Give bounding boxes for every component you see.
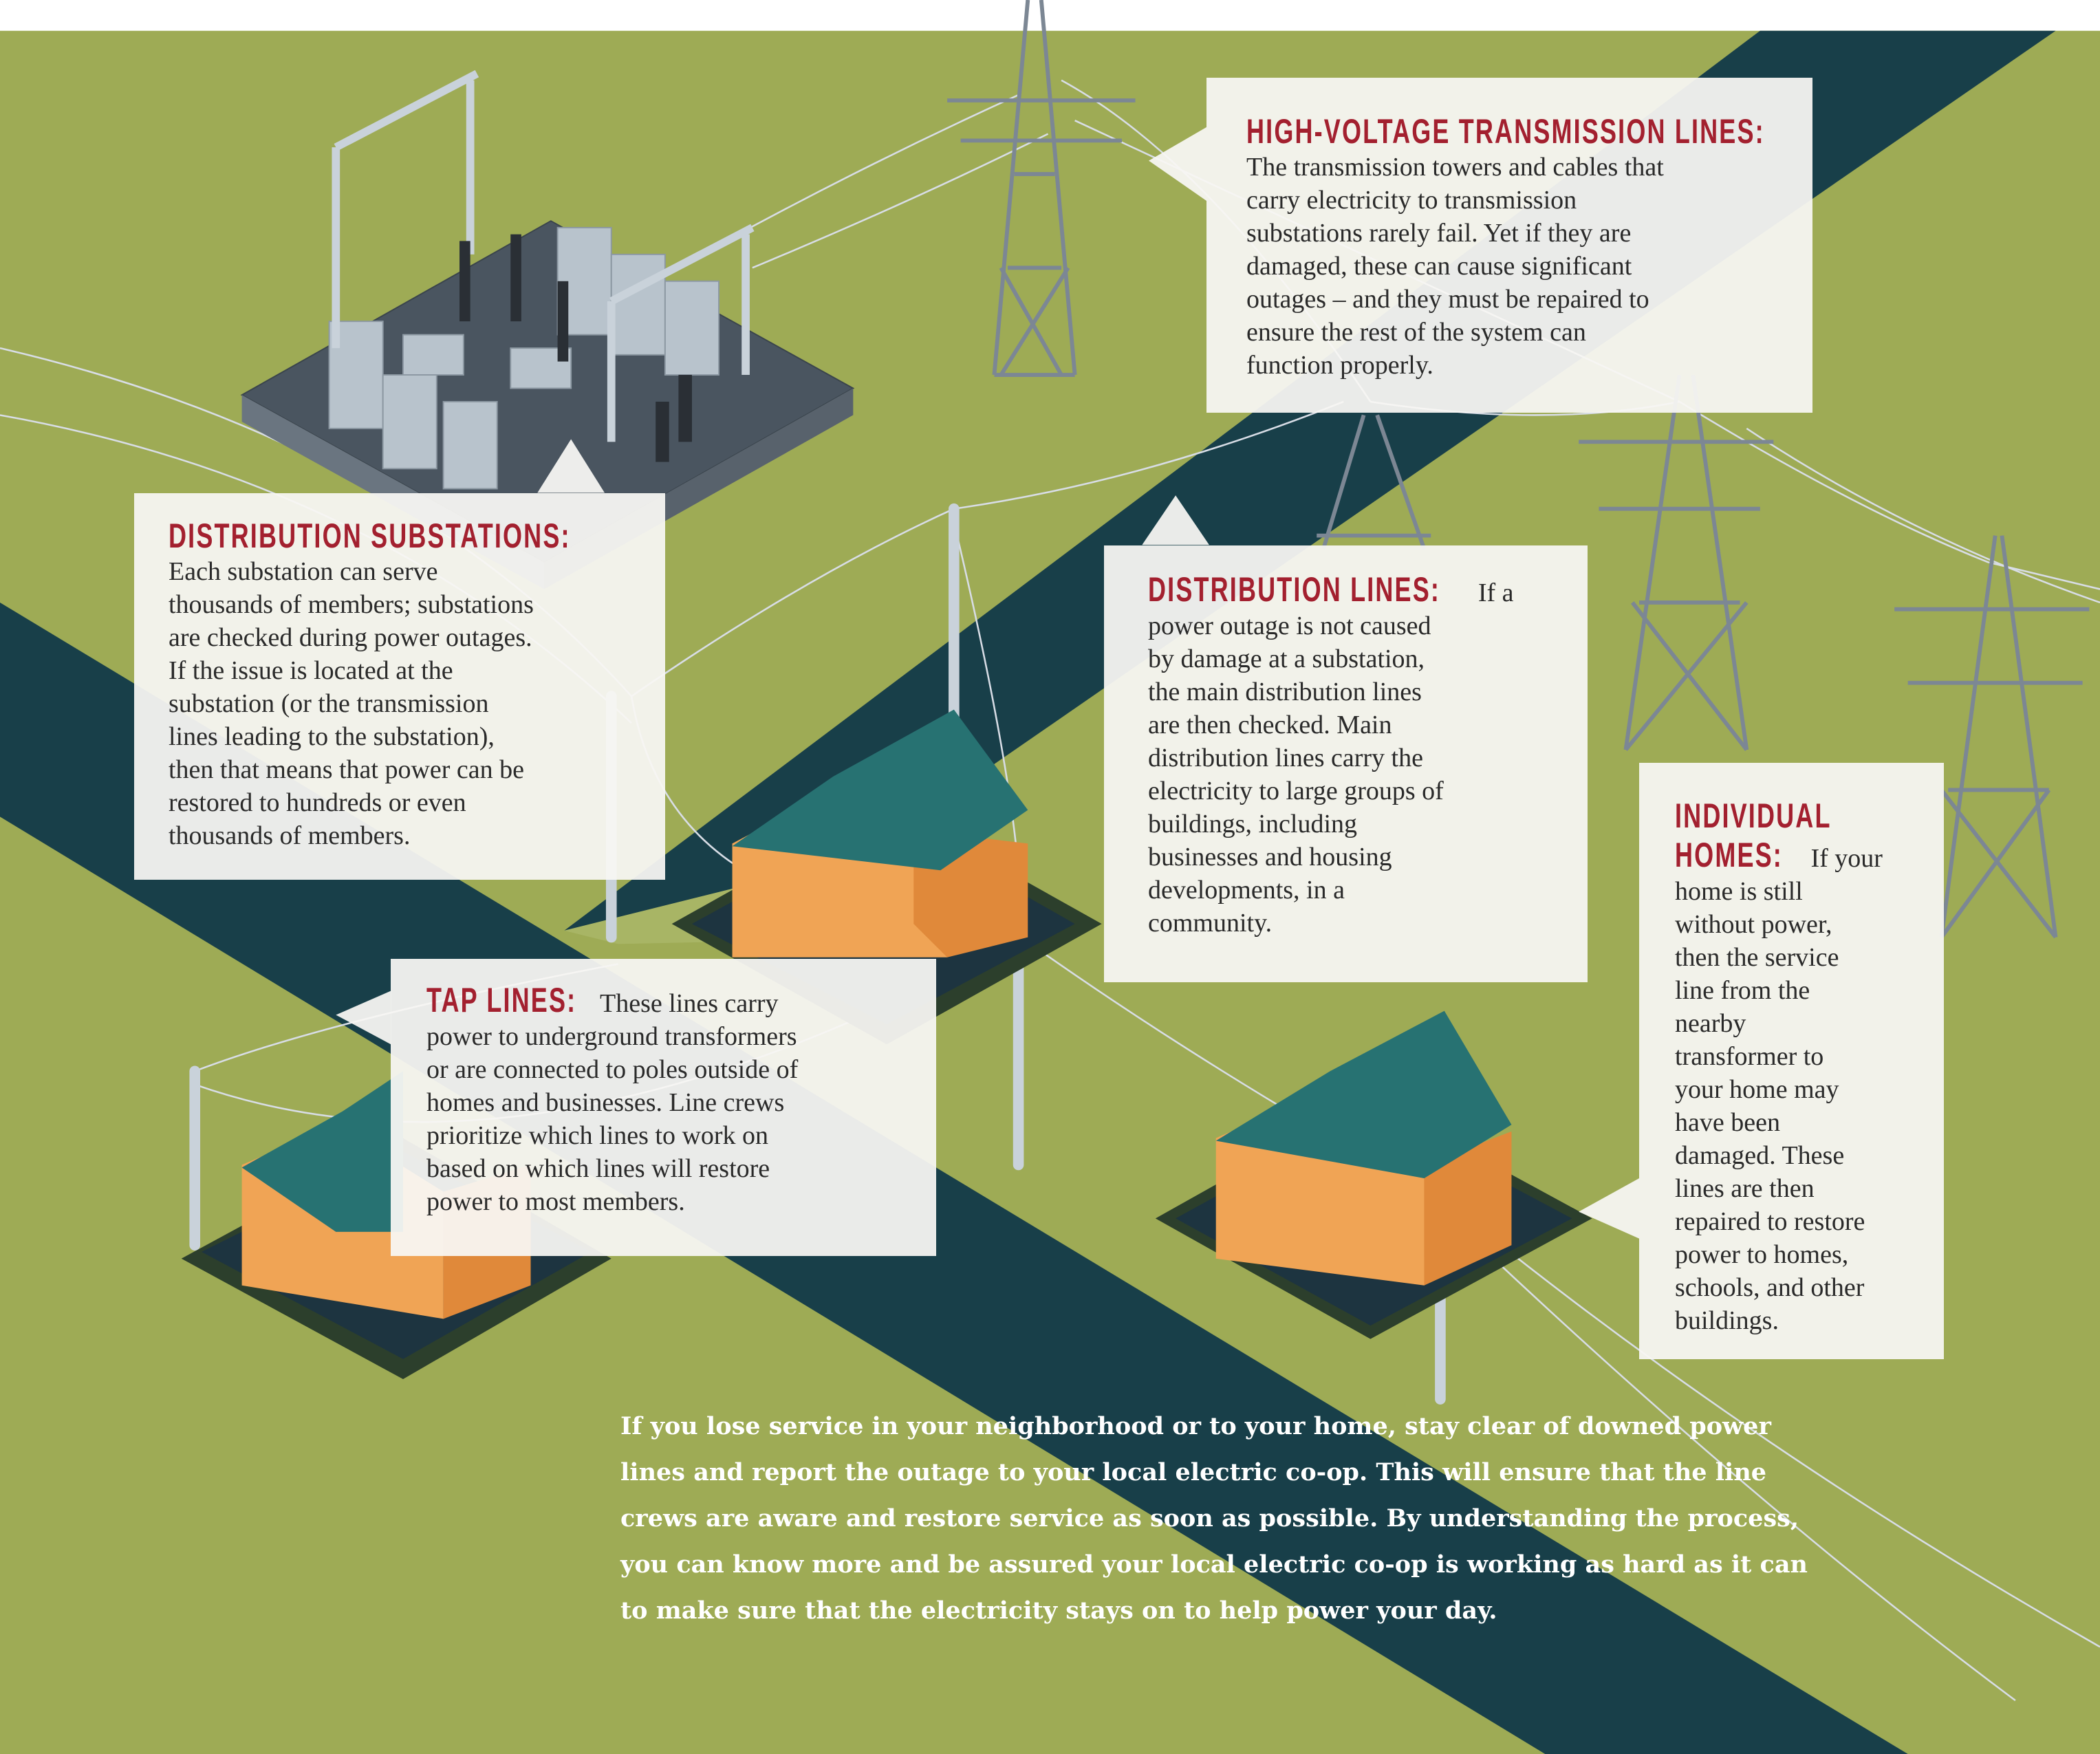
closing-paragraph: If you lose service in your neighborhood… (620, 1412, 1808, 1625)
callout-transmission-lines: HIGH-VOLTAGE TRANSMISSION LINES: The tra… (1206, 78, 1812, 413)
callout-body-first-line: If your (1810, 844, 1883, 873)
road-lower (0, 602, 1908, 1754)
callout-heading: DISTRIBUTION LINES: (1148, 570, 1441, 609)
callout-body: Each substation can serve thousands of m… (169, 557, 534, 850)
callout-individual-homes: INDIVIDUAL HOMES: If your home is still … (1639, 763, 1944, 1359)
top-margin (0, 0, 2100, 31)
callout-body-first-line: These lines carry (600, 989, 779, 1018)
callout-body: power to underground transformers or are… (426, 1022, 799, 1216)
callout-heading-line1: INDIVIDUAL (1675, 797, 1832, 835)
callout-body: home is still without power, then the se… (1675, 877, 1865, 1335)
callout-body: power outage is not caused by damage at … (1148, 611, 1444, 938)
house-right (1155, 1010, 1592, 1339)
callout-heading-line2: HOMES: (1675, 836, 1783, 874)
callout-body: The transmission towers and cables that … (1246, 153, 1664, 380)
callout-body-first-line: If a (1477, 578, 1514, 607)
callout-pointers (336, 127, 1640, 1239)
callout-heading: HIGH-VOLTAGE TRANSMISSION LINES: (1246, 112, 1765, 151)
callout-heading: TAP LINES: (426, 981, 577, 1019)
callout-heading: DISTRIBUTION SUBSTATIONS: (169, 517, 571, 555)
callout-tap-lines: TAP LINES: These lines carry power to un… (391, 959, 936, 1256)
callout-distribution-substations: DISTRIBUTION SUBSTATIONS: Each substatio… (134, 493, 665, 880)
transmission-towers (947, 0, 2090, 939)
callout-distribution-lines: DISTRIBUTION LINES: If a power outage is… (1104, 545, 1588, 982)
